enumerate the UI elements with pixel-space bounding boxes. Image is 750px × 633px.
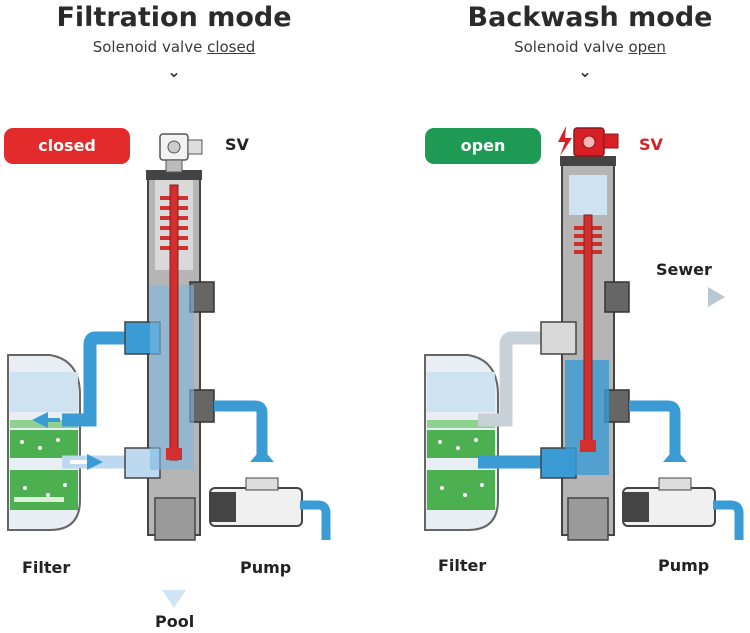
backwash-subtitle-state: open [628,38,666,56]
pump-label-left: Pump [240,558,292,577]
filtration-diagram [7,133,331,608]
solenoid-valve-right [558,126,619,157]
sewer-label: Sewer [656,260,712,279]
backwash-chevron-down-icon: ⌄ [578,62,592,81]
pump-right [622,477,716,527]
filtration-subtitle: Solenoid valve closed [24,38,324,56]
pool-label: Pool [155,612,195,631]
backwash-subtitle-prefix: Solenoid valve [514,38,629,56]
valve-body-left [124,170,215,541]
valve-body-right [540,156,630,541]
backwash-title: Backwash mode [467,2,713,33]
status-badge-closed: closed [4,128,130,164]
sv-label-right: SV [639,135,663,154]
filter-label-right: Filter [438,556,487,575]
pump-label-right: Pump [658,556,710,575]
filter-tank-left [7,354,81,531]
electric-spark-icon [558,126,572,156]
filter-tank-right [424,354,499,531]
solenoid-valve-left [159,133,203,173]
status-badge-open: open [425,128,541,164]
backwash-diagram [424,126,744,541]
pump-left [209,477,303,527]
filtration-title: Filtration mode [56,2,292,33]
filtration-subtitle-prefix: Solenoid valve [92,38,208,56]
backwash-subtitle: Solenoid valve open [440,38,740,56]
filtration-subtitle-state: closed [207,38,256,56]
sv-label-left: SV [225,135,249,154]
filter-label-left: Filter [22,558,71,577]
filtration-chevron-down-icon: ⌄ [167,62,181,81]
